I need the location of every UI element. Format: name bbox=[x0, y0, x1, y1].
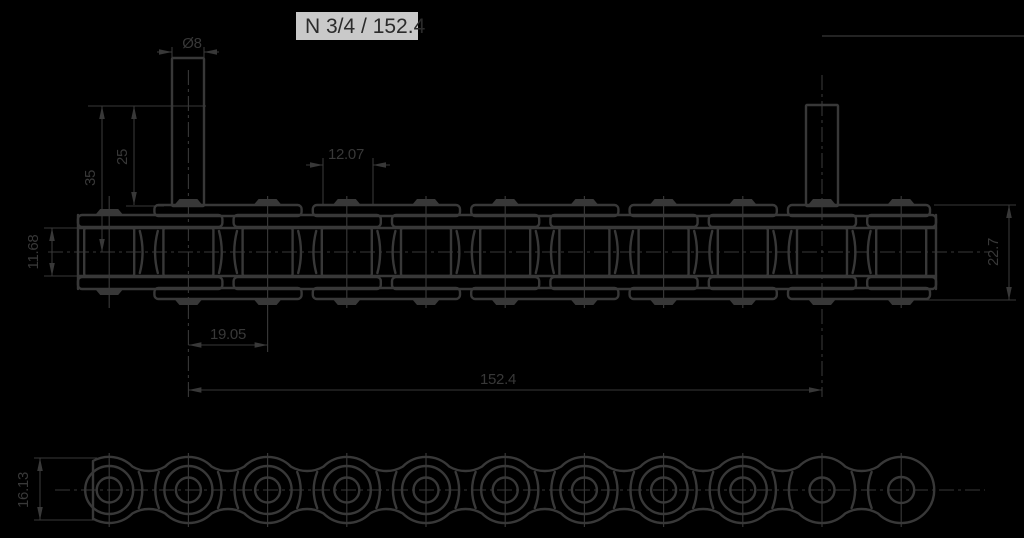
outer-plate-top bbox=[311, 203, 462, 218]
dimension-label-pin-diameter: Ø8 bbox=[182, 35, 201, 52]
pin-head-top bbox=[95, 209, 124, 215]
pin-head-bottom bbox=[491, 299, 520, 305]
plate-end bbox=[692, 470, 698, 510]
pin-head-bottom bbox=[174, 299, 203, 305]
title-box bbox=[296, 12, 418, 40]
dimension-arrow bbox=[131, 192, 137, 205]
plate-end bbox=[138, 229, 144, 275]
pin-head-top bbox=[332, 199, 361, 205]
plate-end bbox=[693, 229, 699, 275]
plate-end bbox=[771, 470, 778, 510]
plate-end bbox=[534, 229, 540, 275]
dimension-arrow bbox=[1006, 205, 1012, 218]
pin-head-top bbox=[412, 199, 440, 205]
dimension-arrow bbox=[254, 342, 268, 348]
pin-head-bottom bbox=[808, 299, 836, 305]
outer-plate-bottom bbox=[628, 286, 778, 301]
pin-head-bottom bbox=[570, 299, 599, 305]
pin-head-bottom bbox=[887, 299, 916, 305]
pin-head-top bbox=[174, 199, 203, 205]
dimension-arrow bbox=[1006, 287, 1012, 300]
dimension-arrow bbox=[49, 228, 55, 241]
outer-plate-top bbox=[470, 203, 620, 218]
plate-end bbox=[772, 229, 778, 275]
dimension-arrow bbox=[159, 49, 172, 55]
pin-head-top bbox=[887, 199, 916, 205]
plate-end bbox=[297, 229, 303, 275]
dimension-label-roller-width: 12.07 bbox=[328, 146, 364, 163]
dimension-arrow bbox=[37, 458, 43, 471]
pin-head-bottom bbox=[728, 299, 757, 305]
pin-head-top bbox=[649, 199, 678, 205]
outer-plate-bottom bbox=[470, 286, 620, 301]
dimension-arrow bbox=[49, 263, 55, 276]
pin-head-top bbox=[728, 199, 757, 205]
outer-plate-top bbox=[786, 203, 932, 218]
plate-end bbox=[154, 470, 160, 510]
filled-details bbox=[37, 49, 1012, 520]
pin-head-top bbox=[570, 199, 599, 205]
drawing-title: N 3/4 / 152.4 bbox=[305, 15, 426, 38]
dimension-label-inner-width: 11.68 bbox=[25, 235, 42, 270]
dimension-arrow bbox=[809, 387, 822, 393]
center-lines bbox=[48, 70, 990, 491]
pin-head-top bbox=[491, 199, 520, 205]
drawing-outlines bbox=[76, 56, 938, 525]
dimension-arrow bbox=[188, 387, 202, 393]
dimension-label-25: 25 bbox=[114, 149, 131, 165]
pin-head-bottom bbox=[412, 299, 440, 305]
thin-lines bbox=[108, 35, 1024, 527]
pin-head-bottom bbox=[649, 299, 678, 305]
dimension-arrow bbox=[204, 49, 217, 55]
dimension-label-overall-width: 22.7 bbox=[985, 238, 1002, 266]
outer-plate-bottom bbox=[786, 286, 932, 301]
dimension-label-pitch: 19.05 bbox=[210, 326, 246, 343]
plate-end bbox=[233, 470, 240, 510]
dimension-label-pin-spacing: 152.4 bbox=[480, 371, 516, 388]
outer-plate-bottom bbox=[311, 286, 462, 301]
dimension-label-35: 35 bbox=[82, 170, 99, 186]
dimension-arrow bbox=[37, 507, 43, 520]
plate-silhouette bbox=[91, 455, 936, 525]
dimension-arrow bbox=[99, 239, 105, 252]
plate-end bbox=[391, 470, 398, 510]
pin-head-top bbox=[808, 199, 836, 205]
dimension-lines bbox=[34, 47, 1016, 521]
plate-end bbox=[533, 470, 540, 510]
outer-plate-top bbox=[153, 203, 303, 218]
plate-end bbox=[613, 229, 619, 275]
plate-end bbox=[312, 470, 319, 510]
pin-head-bottom bbox=[253, 299, 282, 305]
dimension-arrow bbox=[310, 162, 323, 168]
pin-head-top bbox=[253, 199, 282, 205]
outer-plate-top bbox=[628, 203, 778, 218]
dimension-arrow bbox=[99, 106, 105, 119]
outer-plate-bottom bbox=[153, 286, 303, 301]
plate-end bbox=[217, 229, 223, 275]
dimension-label-plate-height: 16.13 bbox=[15, 472, 32, 508]
plate-end bbox=[612, 470, 619, 510]
dimension-arrow bbox=[373, 162, 386, 168]
pin-head-bottom bbox=[95, 289, 124, 295]
dimension-arrow bbox=[188, 342, 202, 348]
pin-head-bottom bbox=[332, 299, 361, 305]
dimension-arrow bbox=[131, 106, 137, 119]
